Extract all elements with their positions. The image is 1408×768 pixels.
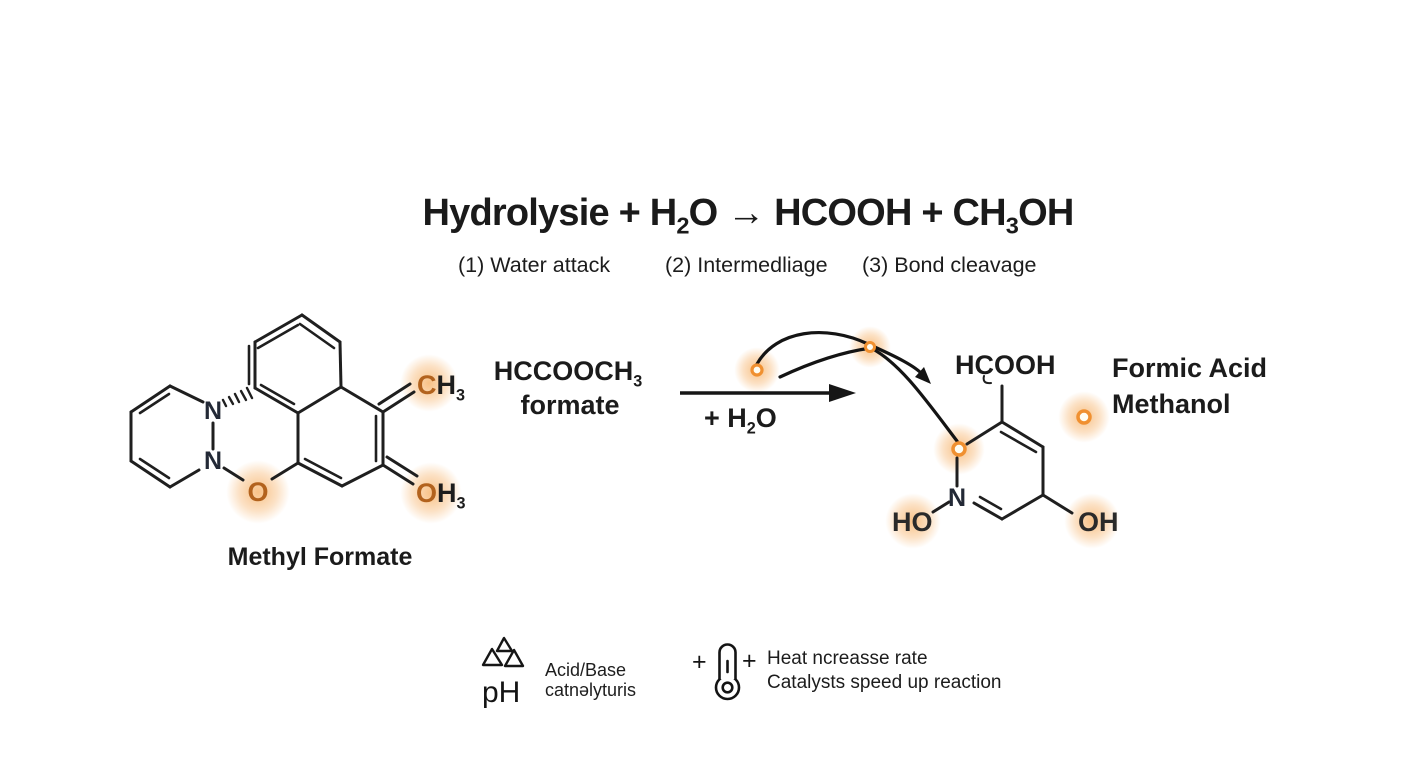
- curved-arrow-2: [778, 346, 873, 379]
- glow-dot-4: [1058, 391, 1110, 443]
- product-formula-hcooh: HCOOH: [955, 350, 1056, 380]
- reactant-formula-line2: formate: [520, 390, 620, 420]
- glow-dot-1: [734, 347, 780, 393]
- curved-arrow-3: [869, 346, 959, 443]
- electron-dot-1: [750, 363, 764, 377]
- heat-caption: Heat ncreasse rate Catalysts speed up re…: [767, 648, 1002, 693]
- product-names: Formic Acid Methanol: [1112, 350, 1267, 423]
- atom-o-bridge: O: [247, 477, 269, 507]
- atom-ho: HO: [892, 507, 933, 537]
- ph-label: pH: [482, 676, 521, 709]
- step-3-label: (3) Bond cleavage: [862, 253, 1037, 277]
- thermometer-icon: [714, 643, 741, 701]
- acid-base-caption: Acid/Base catnəlyturis: [545, 660, 637, 700]
- product-name-line1: Formic Acid: [1112, 353, 1268, 383]
- methyl-formate-structure: [129, 313, 419, 489]
- curved-arrowhead: [915, 367, 931, 384]
- step-2-label: (2) Intermedliage: [665, 253, 828, 277]
- page-title: Hydrolysie + H2O → HCOOH + CH3OH: [422, 192, 1075, 239]
- reactant-name: Methyl Formate: [227, 543, 413, 571]
- step-1-label: (1) Water attack: [458, 253, 611, 277]
- hash-bond: [221, 386, 254, 408]
- electron-dot-2: [864, 341, 876, 353]
- atom-oh-product: OH: [1078, 507, 1119, 537]
- glow-dot-3: [933, 423, 985, 475]
- reactant-formula: HCCOOCH3: [493, 356, 643, 391]
- atom-n-bottom: N: [203, 447, 223, 475]
- electron-dot-4: [1076, 409, 1092, 425]
- atom-ch3: CH3: [417, 370, 466, 405]
- plus-icon-right: +: [742, 647, 757, 675]
- reaction-arrow: [680, 384, 856, 402]
- curved-arrow-1: [755, 331, 925, 377]
- plus-icon-left: +: [692, 648, 707, 676]
- curved-arrows: [755, 331, 959, 443]
- acid-base-triangles-icon: [481, 636, 525, 668]
- reagent-h2o: + H2O: [704, 403, 777, 438]
- product-name-line2: Methanol: [1112, 389, 1231, 420]
- atom-n-top: N: [203, 397, 223, 425]
- atom-n-product: N: [947, 484, 967, 512]
- electron-dot-3: [951, 441, 967, 457]
- glow-dot-2: [849, 326, 891, 368]
- atom-oh3: OH3: [416, 478, 466, 513]
